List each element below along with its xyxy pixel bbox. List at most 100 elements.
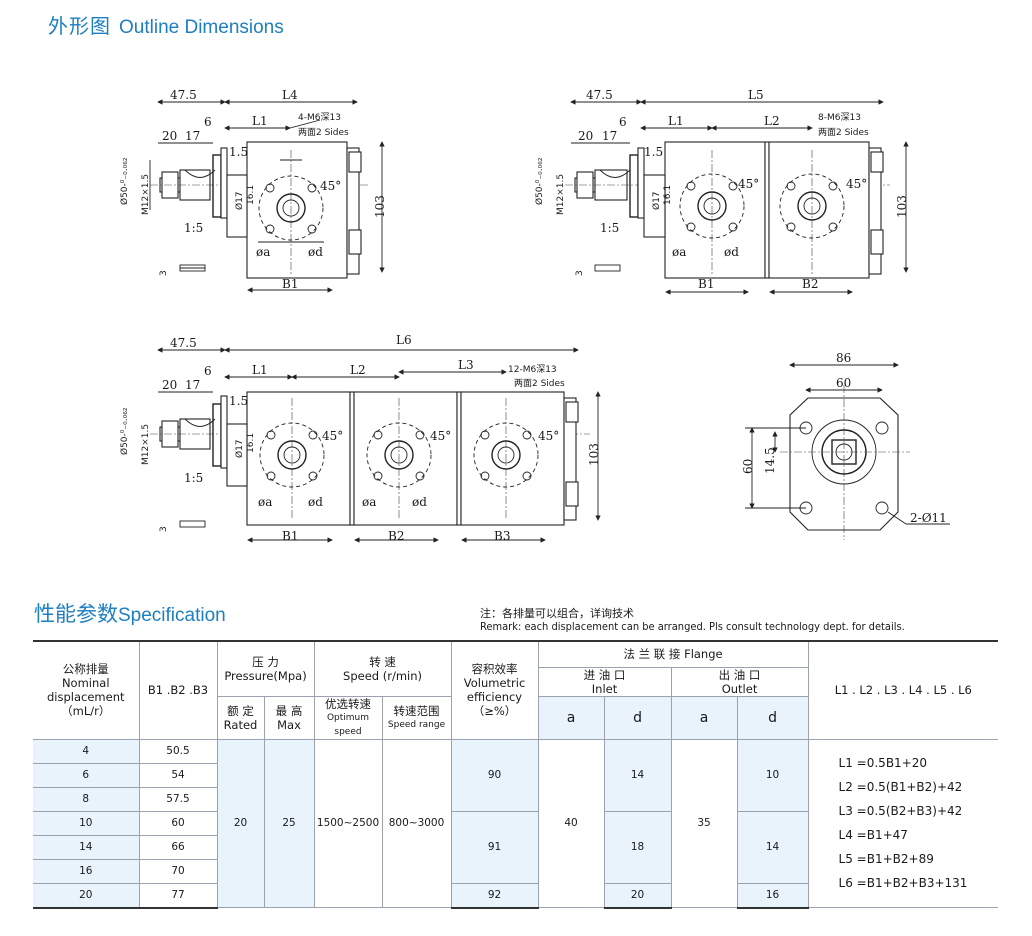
cell-vol-1: 90 xyxy=(451,739,539,812)
header-max-en: Max xyxy=(277,717,301,732)
dim-60-v: 60 xyxy=(741,459,755,474)
header-nominal-unit: （mL/r） xyxy=(61,704,111,719)
cell-speed-range: 800~3000 xyxy=(382,739,452,908)
header-outlet-en: Outlet xyxy=(721,681,758,696)
cell-outlet-d-1: 10 xyxy=(737,739,809,812)
spec-title-cn: 性能参数 xyxy=(34,603,118,626)
dim-phi50: Ø50-⁰₋₀.₀₆₂ xyxy=(119,157,130,205)
dim-od-1: ød xyxy=(308,495,323,509)
dim-b2: B2 xyxy=(388,529,404,543)
cell-max: 25 xyxy=(264,739,315,908)
header-b: B1 .B2 .B3 xyxy=(139,640,218,740)
outline-drawings: 47.5 L4 L1 6 20 17 1.5 4-M6深13 两面2 Sides… xyxy=(119,88,950,543)
sides-callout: 两面2 Sides xyxy=(818,127,869,138)
thread-callout: 4-M6深13 xyxy=(298,112,341,123)
cell-outlet-a: 35 xyxy=(671,739,738,908)
dim-3: 3 xyxy=(575,270,585,276)
dim-14-5: 14.5 xyxy=(763,447,777,474)
dim-l1: L1 xyxy=(252,363,268,377)
dim-60-h: 60 xyxy=(836,376,851,390)
dim-phi50: Ø50-⁰₋₀.₀₆₂ xyxy=(119,407,130,455)
dim-103: 103 xyxy=(895,195,909,218)
header-outlet-a: a xyxy=(671,696,738,740)
header-inlet-a: a xyxy=(538,696,605,740)
dim-103: 103 xyxy=(373,195,387,218)
dim-20: 20 xyxy=(162,129,177,143)
dim-16-1: 16.1 xyxy=(246,185,256,205)
table-cell-b: 70 xyxy=(139,859,218,884)
dim-86: 86 xyxy=(836,351,851,365)
table-cell-disp: 8 xyxy=(33,787,140,812)
table-cell-b: 57.5 xyxy=(139,787,218,812)
cell-inlet-a: 40 xyxy=(538,739,605,908)
dim-45-a: 45° xyxy=(738,177,759,191)
header-vol: 容积效率 Volumetric efficiency （≥%） xyxy=(451,640,539,740)
header-range-cn: 转速范围 xyxy=(393,703,440,718)
dim-b1: B1 xyxy=(282,529,298,543)
dim-20: 20 xyxy=(162,378,177,392)
table-cell-disp: 10 xyxy=(33,811,140,836)
table-cell-b: 66 xyxy=(139,835,218,860)
dim-16-1: 16.1 xyxy=(246,433,256,453)
dim-oa: øa xyxy=(256,245,270,259)
dim-45-b: 45° xyxy=(430,429,451,443)
table-cell-disp: 20 xyxy=(33,883,140,909)
sides-callout: 两面2 Sides xyxy=(298,127,349,138)
header-speed: 转 速 Speed (r/min) xyxy=(314,640,452,697)
drawing-double-pump: 47.5 L5 L1 L2 6 20 17 1.5 8-M6深13 两面2 Si… xyxy=(534,88,909,295)
sides-callout: 两面2 Sides xyxy=(514,378,565,389)
cell-inlet-d-3: 20 xyxy=(604,883,672,909)
header-nominal-en: Nominal displacement xyxy=(46,676,125,705)
dim-taper: 1:5 xyxy=(184,221,203,235)
dim-45: 45° xyxy=(320,179,341,193)
header-opt-cn: 优选转速 xyxy=(325,696,372,711)
dim-phi17: Ø17 xyxy=(651,191,662,210)
header-vol-cn: 容积效率 xyxy=(471,662,518,677)
cell-opt-speed: 1500~2500 xyxy=(314,739,383,908)
dim-m12: M12×1.5 xyxy=(141,424,151,465)
dim-l4: L4 xyxy=(282,88,298,102)
dim-l3: L3 xyxy=(458,358,474,372)
dim-b1: B1 xyxy=(282,277,298,291)
dim-m12: M12×1.5 xyxy=(141,174,151,215)
dim-l2: L2 xyxy=(350,363,366,377)
dim-l1: L1 xyxy=(668,114,684,128)
header-rated-cn: 额 定 xyxy=(227,703,254,718)
header-range-en: Speed range xyxy=(387,719,446,730)
dim-phi17: Ø17 xyxy=(234,191,245,210)
header-nominal-cn: 公称排量 xyxy=(62,662,109,677)
remark: 注：各排量可以组合，详询技术 Remark: each displacement… xyxy=(480,607,905,633)
remark-cn: 注：各排量可以组合，详询技术 xyxy=(480,607,634,620)
dim-45-b: 45° xyxy=(846,177,867,191)
dim-taper: 1:5 xyxy=(184,471,203,485)
cell-inlet-d-1: 14 xyxy=(604,739,672,812)
dim-1-5: 1.5 xyxy=(229,394,248,408)
formula: L2 =0.5(B1+B2)+42 xyxy=(838,780,963,795)
dim-6: 6 xyxy=(204,364,212,378)
dim-6: 6 xyxy=(619,115,627,129)
dim-l6: L6 xyxy=(396,333,412,347)
table-cell-b: 77 xyxy=(139,883,218,909)
dim-6: 6 xyxy=(204,115,212,129)
header-nominal: 公称排量 Nominal displacement （mL/r） xyxy=(33,640,140,740)
dim-l1: L1 xyxy=(252,114,268,128)
header-opt-en: Optimum speed xyxy=(326,712,370,737)
dim-oa-1: øa xyxy=(258,495,272,509)
table-cell-disp: 4 xyxy=(33,739,140,764)
cell-outlet-d-3: 16 xyxy=(737,883,809,909)
dim-b1: B1 xyxy=(698,277,714,291)
header-pressure: 压 力 Pressure(Mpa) xyxy=(217,640,315,697)
drawing-front-view: 86 60 60 14.5 2-Ø11 xyxy=(741,351,950,540)
dim-phi50: Ø50-⁰₋₀.₀₆₂ xyxy=(534,157,545,205)
dim-45-c: 45° xyxy=(538,429,559,443)
header-max-cn: 最 高 xyxy=(275,703,303,718)
remark-en: Remark: each displacement can be arrange… xyxy=(480,620,905,633)
dim-20: 20 xyxy=(578,129,593,143)
dim-1-5: 1.5 xyxy=(229,145,248,159)
dim-phi17: Ø17 xyxy=(234,439,245,458)
outline-title-en: Outline Dimensions xyxy=(119,17,284,38)
formula: L1 =0.5B1+20 xyxy=(838,756,928,771)
dim-l5: L5 xyxy=(748,88,764,102)
